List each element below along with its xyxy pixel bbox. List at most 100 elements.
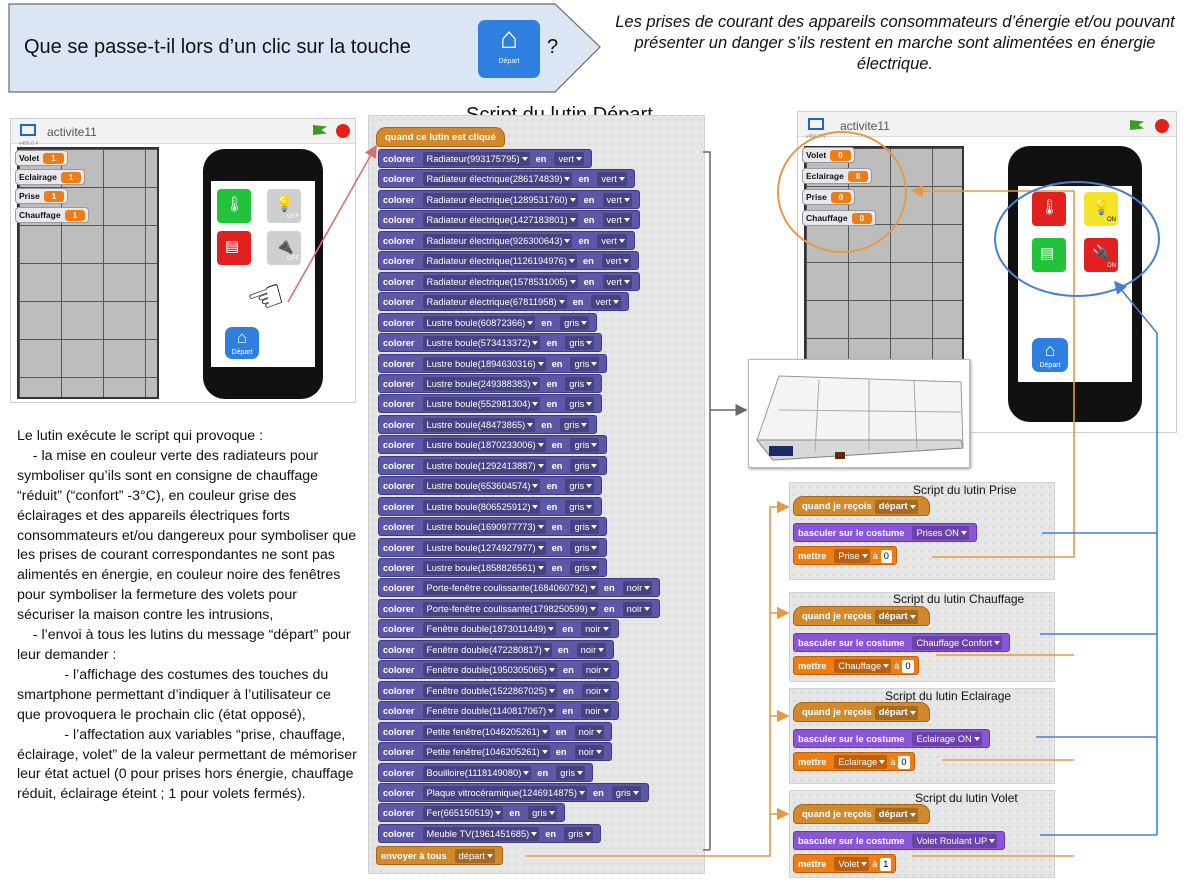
object-dropdown[interactable]: Radiateur électrique(1578531005) (422, 274, 578, 289)
object-dropdown[interactable]: Fenêtre double(472280817) (422, 642, 552, 657)
color-dropdown[interactable]: gris (570, 458, 600, 473)
green-flag-icon[interactable] (313, 125, 327, 135)
tile-radiator[interactable]: 🌡 (217, 189, 251, 223)
tile-light[interactable]: 💡ON (1084, 192, 1118, 226)
color-dropdown[interactable]: vert (554, 152, 584, 166)
object-dropdown[interactable]: Lustre boule(48473865) (422, 417, 536, 432)
color-dropdown[interactable]: noir (581, 704, 611, 719)
object-dropdown[interactable]: Lustre boule(1274927977) (422, 540, 546, 555)
object-dropdown[interactable]: Fenêtre double(1140817067) (422, 704, 557, 719)
color-dropdown[interactable]: gris (565, 499, 595, 514)
object-dropdown[interactable]: Porte-fenêtre coulissante(1684060792) (422, 581, 598, 596)
costume-dropdown[interactable]: Volet Roulant UP (912, 834, 998, 848)
depart-button-icon[interactable]: ⌂ Départ (478, 20, 540, 78)
variable-dropdown[interactable]: Chauffage (834, 659, 892, 673)
object-dropdown[interactable]: Bouilloire(1118149080) (422, 765, 532, 780)
color-dropdown[interactable]: gris (611, 785, 641, 800)
color-dropdown[interactable]: vert (602, 274, 632, 289)
color-dropdown[interactable]: noir (622, 601, 653, 616)
color-dropdown[interactable]: vert (591, 295, 621, 310)
color-dropdown[interactable]: gris (560, 417, 590, 432)
hat-block-when-clicked[interactable]: quand ce lutin est cliqué (376, 127, 505, 147)
color-dropdown[interactable]: gris (570, 540, 600, 555)
costume-dropdown[interactable]: Chauffage Confort (912, 636, 1003, 650)
color-dropdown[interactable]: noir (574, 745, 605, 760)
message-dropdown[interactable]: départ (874, 706, 918, 720)
color-dropdown[interactable]: noir (581, 622, 611, 637)
color-dropdown[interactable]: gris (564, 826, 594, 841)
value-input[interactable]: 0 (880, 550, 892, 563)
object-dropdown[interactable]: Radiateur électrique(1289531760) (422, 192, 578, 207)
color-dropdown[interactable]: vert (601, 254, 632, 269)
tile-plug[interactable]: 🔌OFF (267, 231, 301, 265)
value-input[interactable]: 0 (902, 660, 914, 673)
message-dropdown[interactable]: départ (874, 808, 918, 822)
object-dropdown[interactable]: Lustre boule(552981304) (422, 397, 541, 412)
fullscreen-icon[interactable] (20, 124, 36, 136)
tile-plug[interactable]: 🔌ON (1084, 238, 1118, 272)
color-dropdown[interactable]: noir (622, 581, 653, 596)
color-dropdown[interactable]: vert (602, 213, 632, 228)
color-dropdown[interactable]: gris (570, 520, 600, 535)
message-dropdown[interactable]: départ (874, 500, 918, 514)
color-dropdown[interactable]: gris (565, 336, 595, 351)
color-dropdown[interactable]: gris (528, 806, 558, 821)
color-dropdown[interactable]: gris (565, 376, 595, 391)
object-dropdown[interactable]: Porte-fenêtre coulissante(1798250599) (422, 601, 598, 616)
object-dropdown[interactable]: Lustre boule(573413372) (422, 336, 541, 351)
object-dropdown[interactable]: Radiateur électrique(926300643) (422, 233, 573, 248)
costume-dropdown[interactable]: Eclairage ON (912, 732, 982, 746)
object-dropdown[interactable]: Fenêtre double(1950305065) (422, 663, 557, 678)
value-input[interactable]: 1 (880, 858, 892, 871)
object-dropdown[interactable]: Lustre boule(806525912) (422, 499, 541, 514)
color-dropdown[interactable]: noir (581, 663, 612, 678)
variable-dropdown[interactable]: Prise (834, 549, 870, 563)
object-dropdown[interactable]: Radiateur électrique(1126194976) (422, 254, 577, 269)
object-dropdown[interactable]: Fenêtre double(1522867025) (422, 683, 557, 698)
object-dropdown[interactable]: Lustre boule(1690977773) (422, 520, 546, 535)
object-dropdown[interactable]: Lustre boule(653604574) (422, 479, 541, 494)
object-dropdown[interactable]: Petite fenêtre(1046205261) (422, 724, 550, 739)
color-dropdown[interactable]: gris (565, 479, 595, 494)
tile-shutter[interactable]: ▤ (1032, 238, 1066, 272)
value-input[interactable]: 0 (898, 756, 910, 769)
object-dropdown[interactable]: Fer(665150519) (422, 806, 504, 821)
color-dropdown[interactable]: vert (602, 192, 632, 207)
color-dropdown[interactable]: gris (556, 765, 586, 780)
stop-icon[interactable] (336, 124, 350, 138)
object-dropdown[interactable]: Lustre boule(1894630316) (422, 356, 546, 371)
object-dropdown[interactable]: Lustre boule(1858826561) (422, 561, 546, 575)
tile-radiator[interactable]: 🌡 (1032, 192, 1066, 226)
color-dropdown[interactable]: noir (574, 724, 605, 739)
green-flag-icon[interactable] (1130, 120, 1144, 130)
